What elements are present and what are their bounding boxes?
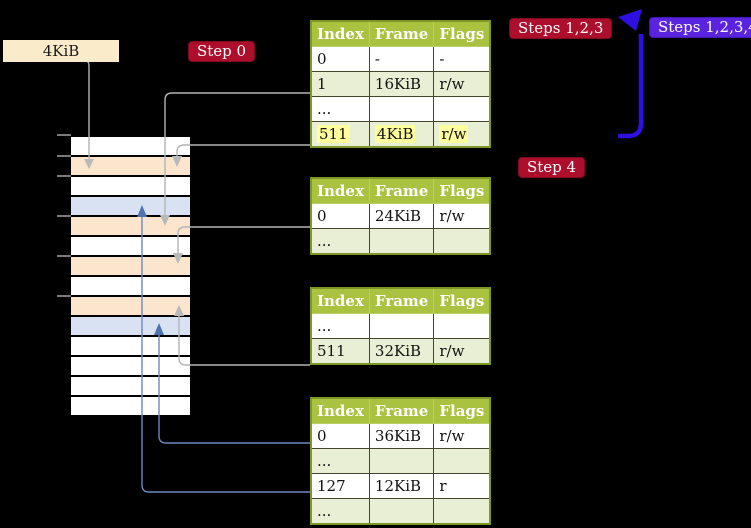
arrow-table1-row511-to-4kib [176,144,310,157]
cell-flags [433,498,491,525]
cell-index: 511 [310,121,370,148]
memory-tick [57,295,71,297]
page-table-4: Index Frame Flags 0 36KiB r/w ... 127 12… [310,397,492,525]
column-header-index: Index [310,177,370,204]
cell-frame [368,228,435,255]
cell-index: 127 [310,473,370,499]
memory-row-5-orange [71,217,190,237]
cell-flags [433,313,491,339]
cell-flags [433,448,491,474]
arrowhead-upleft-icon [618,9,642,31]
table-row: 127 12KiB r [310,473,491,499]
memory-tick [57,215,71,217]
column-header-flags: Flags [433,20,491,47]
memory-tick [57,155,71,157]
table-row-highlighted: 511 4KiB r/w [310,121,491,148]
cell-flags: r/w [433,121,491,148]
memory-row-4-blue [71,197,190,217]
cell-flags [433,96,491,122]
cell-index: ... [310,448,370,474]
cell-flags: r/w [433,423,491,449]
table-row: ... [310,228,491,255]
table-row: ... [310,313,491,339]
memory-row-2-orange [71,157,190,177]
cell-frame [368,498,435,525]
badge-steps-1-2-3-4: Steps 1,2,3,4 [649,17,751,38]
cell-frame: 24KiB [368,203,435,229]
cell-index: 0 [310,46,370,72]
memory-row-10-blue [71,317,190,337]
page-table-1: Index Frame Flags 0 - - 1 16KiB r/w ... … [310,20,492,148]
steps-loop-arrow [618,9,644,139]
table-row: ... [310,498,491,525]
memory-row-7-orange [71,257,190,277]
cell-index: 0 [310,423,370,449]
memory-row-12-white [71,357,190,377]
cell-frame: - [368,46,435,72]
memory-row-13-white [71,377,190,397]
memory-row-3-white [71,177,190,197]
cell-frame: 4KiB [368,121,435,148]
memory-tick [57,175,71,177]
column-header-flags: Flags [433,397,491,424]
highlighted-value: 511 [317,125,350,143]
table-row: 0 - - [310,46,491,72]
cell-index: ... [310,313,370,339]
highlighted-value: 4KiB [374,125,416,143]
page-size-label: 4KiB [3,40,119,62]
memory-tick [57,134,71,136]
cell-flags: r/w [433,71,491,97]
column-header-frame: Frame [368,177,435,204]
page-table-2: Index Frame Flags 0 24KiB r/w ... [310,177,492,255]
badge-steps-1-2-3: Steps 1,2,3 [509,18,613,39]
physical-memory-column [71,135,190,417]
column-header-frame: Frame [368,287,435,314]
column-header-index: Index [310,287,370,314]
cell-index: 0 [310,203,370,229]
table-row: 1 16KiB r/w [310,71,491,97]
cell-frame: 12KiB [368,473,435,499]
column-header-flags: Flags [433,287,491,314]
cell-frame [368,96,435,122]
column-header-index: Index [310,20,370,47]
cell-index: 1 [310,71,370,97]
cell-frame: 16KiB [368,71,435,97]
column-header-flags: Flags [433,177,491,204]
memory-row-9-orange [71,297,190,317]
cell-flags: r/w [433,203,491,229]
cell-frame: 36KiB [368,423,435,449]
cell-index: ... [310,96,370,122]
memory-row-1-white [71,137,190,157]
memory-row-6-white [71,237,190,257]
cell-flags: r/w [433,338,491,365]
cell-frame [368,313,435,339]
column-header-frame: Frame [368,20,435,47]
cell-flags: - [433,46,491,72]
cell-index: ... [310,498,370,525]
highlighted-value: r/w [439,125,469,143]
cell-frame: 32KiB [368,338,435,365]
column-header-index: Index [310,397,370,424]
cell-index: ... [310,228,370,255]
arrow-table3-row511-to-32kib [178,315,310,366]
memory-row-14-white [71,397,190,417]
cell-flags [433,228,491,255]
arrow-table2-row0-to-24kib [177,226,310,254]
cell-flags: r [433,473,491,499]
badge-step-0: Step 0 [188,41,256,62]
table-row: 511 32KiB r/w [310,338,491,365]
table-row: ... [310,448,491,474]
table-row: 0 24KiB r/w [310,203,491,229]
badge-step-4: Step 4 [518,157,586,178]
memory-row-11-white [71,337,190,357]
table-row: ... [310,96,491,122]
cell-index: 511 [310,338,370,365]
column-header-frame: Frame [368,397,435,424]
cell-frame [368,448,435,474]
memory-row-8-white [71,277,190,297]
table-row: 0 36KiB r/w [310,423,491,449]
page-table-3: Index Frame Flags ... 511 32KiB r/w [310,287,492,365]
memory-tick [57,255,71,257]
